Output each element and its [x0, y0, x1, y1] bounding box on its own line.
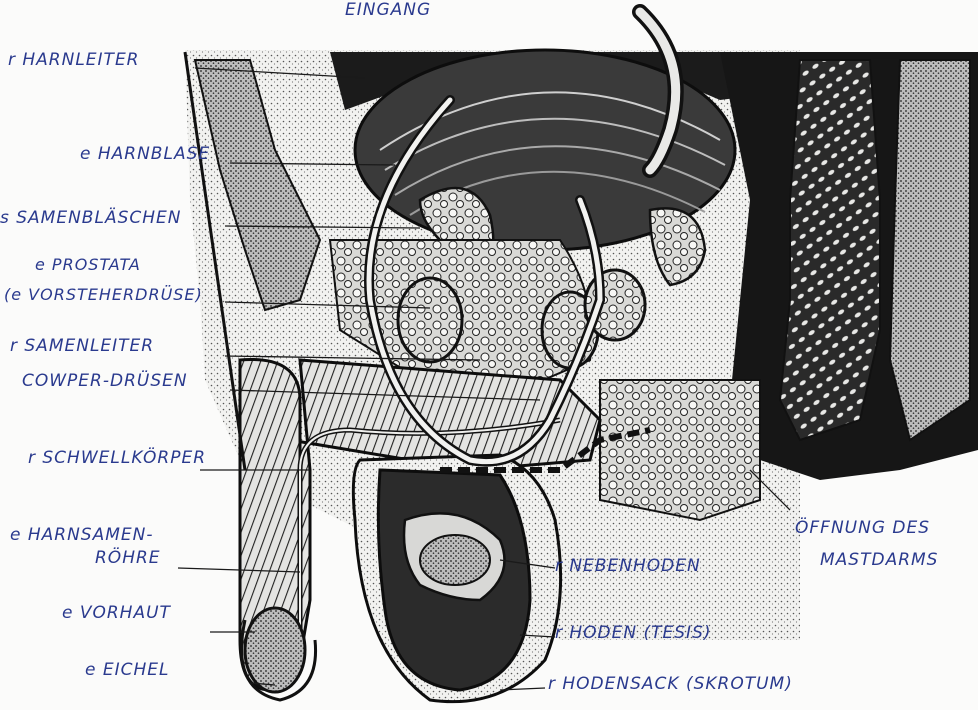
rectum — [780, 60, 880, 440]
label-oeffnung: ÖFFNUNG DES — [795, 520, 930, 537]
label-hoden: r HODEN (TESIS) — [555, 625, 712, 642]
label-mastdarms: MASTDARMS — [820, 552, 938, 569]
label-cowper: COWPER-DRÜSEN — [22, 373, 188, 390]
label-samenleiter: r SAMENLEITER — [10, 338, 154, 355]
label-eingang: EINGANG — [345, 2, 431, 19]
label-roehre: RÖHRE — [95, 550, 161, 567]
label-vorhaut: e VORHAUT — [62, 605, 171, 622]
label-samenblaeschen: s SAMENBLÄSCHEN — [0, 210, 181, 227]
label-prostata: e PROSTATA — [35, 257, 141, 273]
label-schwellkoerper: r SCHWELLKÖRPER — [28, 450, 206, 467]
label-harnleiter: r HARNLEITER — [8, 52, 140, 69]
label-hodensack: r HODENSACK (SKROTUM) — [548, 676, 793, 693]
label-nebenhoden: r NEBENHODEN — [555, 558, 701, 575]
glans — [245, 608, 305, 692]
label-harnblase: e HARNBLASE — [80, 146, 210, 163]
label-harnsamen: e HARNSAMEN- — [10, 527, 153, 544]
label-vorsteherdruese: (e VORSTEHERDRÜSE) — [4, 287, 203, 303]
label-eichel: e EICHEL — [85, 662, 169, 679]
